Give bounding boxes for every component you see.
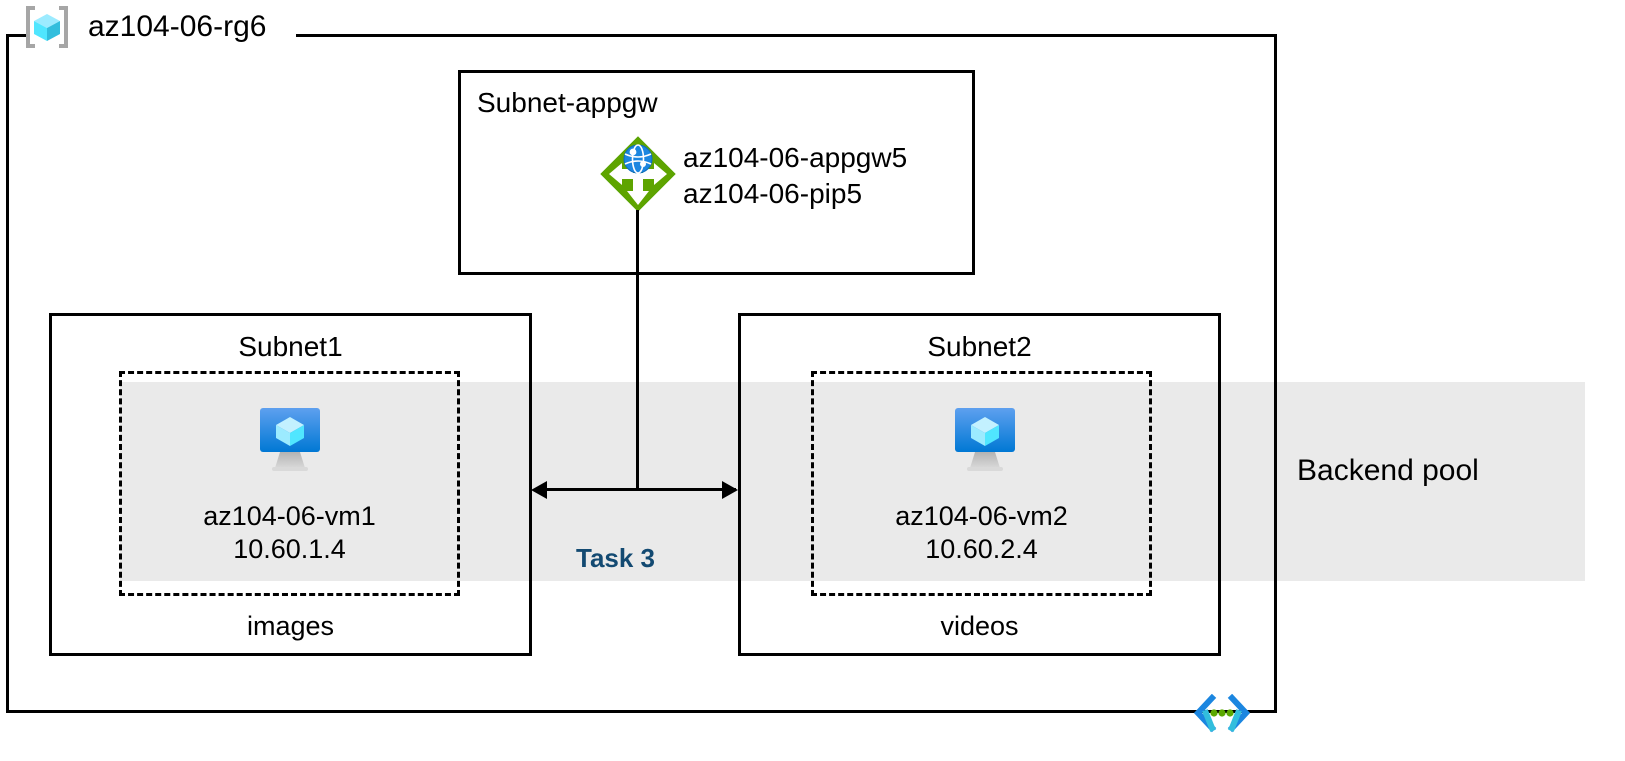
pip-name: az104-06-pip5 bbox=[683, 178, 863, 209]
subnet1-box: Subnet1 images bbox=[49, 313, 532, 656]
vm1-ip: 10.60.1.4 bbox=[233, 534, 346, 564]
gateway-connector-line bbox=[636, 210, 639, 490]
code-brackets-icon bbox=[1192, 693, 1252, 734]
subnet-link-line bbox=[540, 488, 736, 491]
subnet2-vm-dashed-boundary bbox=[811, 371, 1152, 596]
vm1-name: az104-06-vm1 bbox=[203, 501, 376, 531]
vm2-labels: az104-06-vm2 10.60.2.4 bbox=[811, 500, 1152, 566]
subnet1-title: Subnet1 bbox=[238, 331, 343, 362]
vm2-name: az104-06-vm2 bbox=[895, 501, 1068, 531]
vm1-labels: az104-06-vm1 10.60.1.4 bbox=[119, 500, 460, 566]
subnet1-vm-dashed-boundary bbox=[119, 371, 460, 596]
subnet-appgw-title: Subnet-appgw bbox=[477, 87, 658, 118]
subnet-link-arrow-left bbox=[531, 481, 547, 499]
vm2-ip: 10.60.2.4 bbox=[925, 534, 1038, 564]
subnet-appgw-box: Subnet-appgw bbox=[458, 70, 975, 275]
resource-group-label-gap bbox=[30, 22, 296, 48]
appgw-name: az104-06-appgw5 bbox=[683, 142, 908, 173]
backend-pool-band bbox=[120, 382, 1585, 581]
subnet2-title: Subnet2 bbox=[927, 331, 1032, 362]
resource-group-frame bbox=[6, 34, 1277, 713]
virtual-machine-icon bbox=[250, 406, 330, 474]
appgw-resource-names: az104-06-appgw5 az104-06-pip5 bbox=[683, 140, 907, 212]
subnet1-footer-label: images bbox=[246, 611, 335, 641]
task-3-annotation: Task 3 bbox=[576, 543, 656, 573]
application-gateway-icon bbox=[597, 133, 679, 215]
subnet2-box: Subnet2 videos bbox=[738, 313, 1221, 656]
resource-group-icon bbox=[22, 5, 72, 49]
subnet2-footer-label: videos bbox=[940, 611, 1019, 641]
virtual-machine-icon bbox=[945, 406, 1025, 474]
resource-group-name: az104-06-rg6 bbox=[88, 10, 267, 43]
subnet-link-arrow-right bbox=[722, 481, 738, 499]
backend-pool-label: Backend pool bbox=[1297, 454, 1479, 487]
